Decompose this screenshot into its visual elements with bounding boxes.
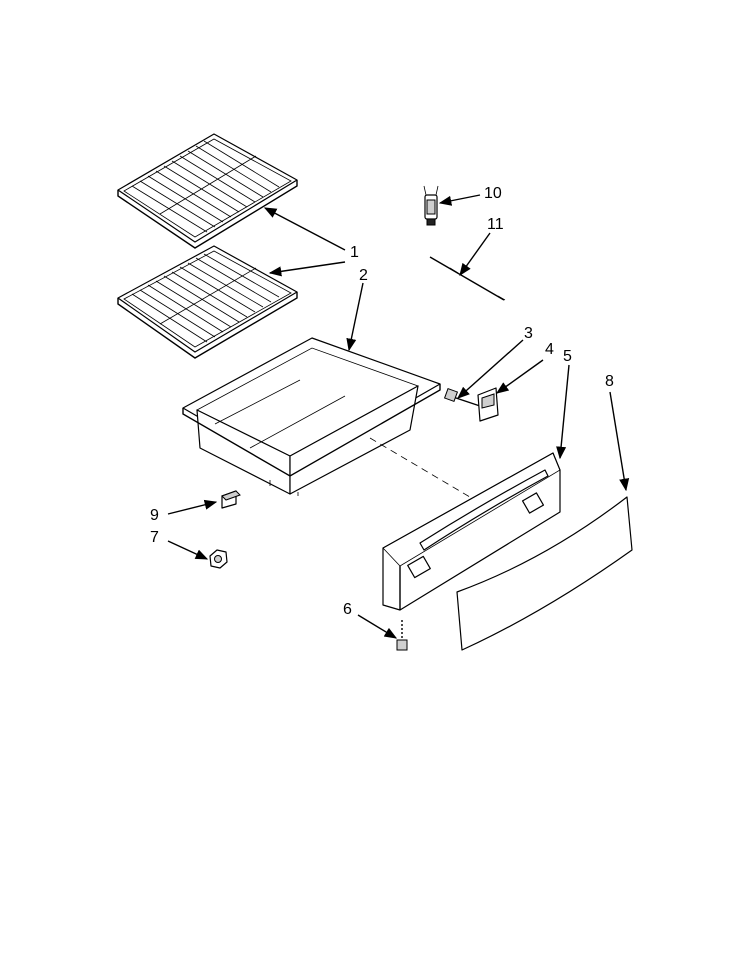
callout-3: 3: [524, 325, 533, 342]
nut-part-7[interactable]: [209, 549, 228, 569]
callout-4: 4: [545, 341, 554, 358]
callout-11: 11: [487, 216, 504, 233]
wire-part[interactable]: [429, 256, 506, 301]
callout-1: 1: [350, 244, 359, 261]
upper-oven-rack[interactable]: [117, 133, 298, 249]
clip-part-9[interactable]: [221, 490, 241, 509]
callout-8: 8: [605, 373, 614, 390]
lower-oven-rack[interactable]: [117, 245, 298, 359]
callout-6: 6: [343, 601, 352, 618]
callout-10: 10: [484, 185, 502, 202]
callout-7: 7: [150, 529, 159, 546]
drawer-trim-panel[interactable]: [456, 496, 633, 651]
leader-lines: [167, 194, 630, 639]
drawer-front-panel[interactable]: [382, 452, 561, 611]
callout-2: 2: [359, 267, 368, 284]
sensor-part[interactable]: [423, 185, 439, 226]
drawer-pan[interactable]: [182, 337, 441, 496]
callout-9: 9: [150, 507, 159, 524]
bracket-part-4[interactable]: [477, 387, 499, 422]
screw-part-6[interactable]: [396, 620, 408, 651]
callout-5: 5: [563, 348, 572, 365]
alignment-dashed-line: [369, 437, 476, 501]
screw-part-3[interactable]: [443, 387, 481, 407]
